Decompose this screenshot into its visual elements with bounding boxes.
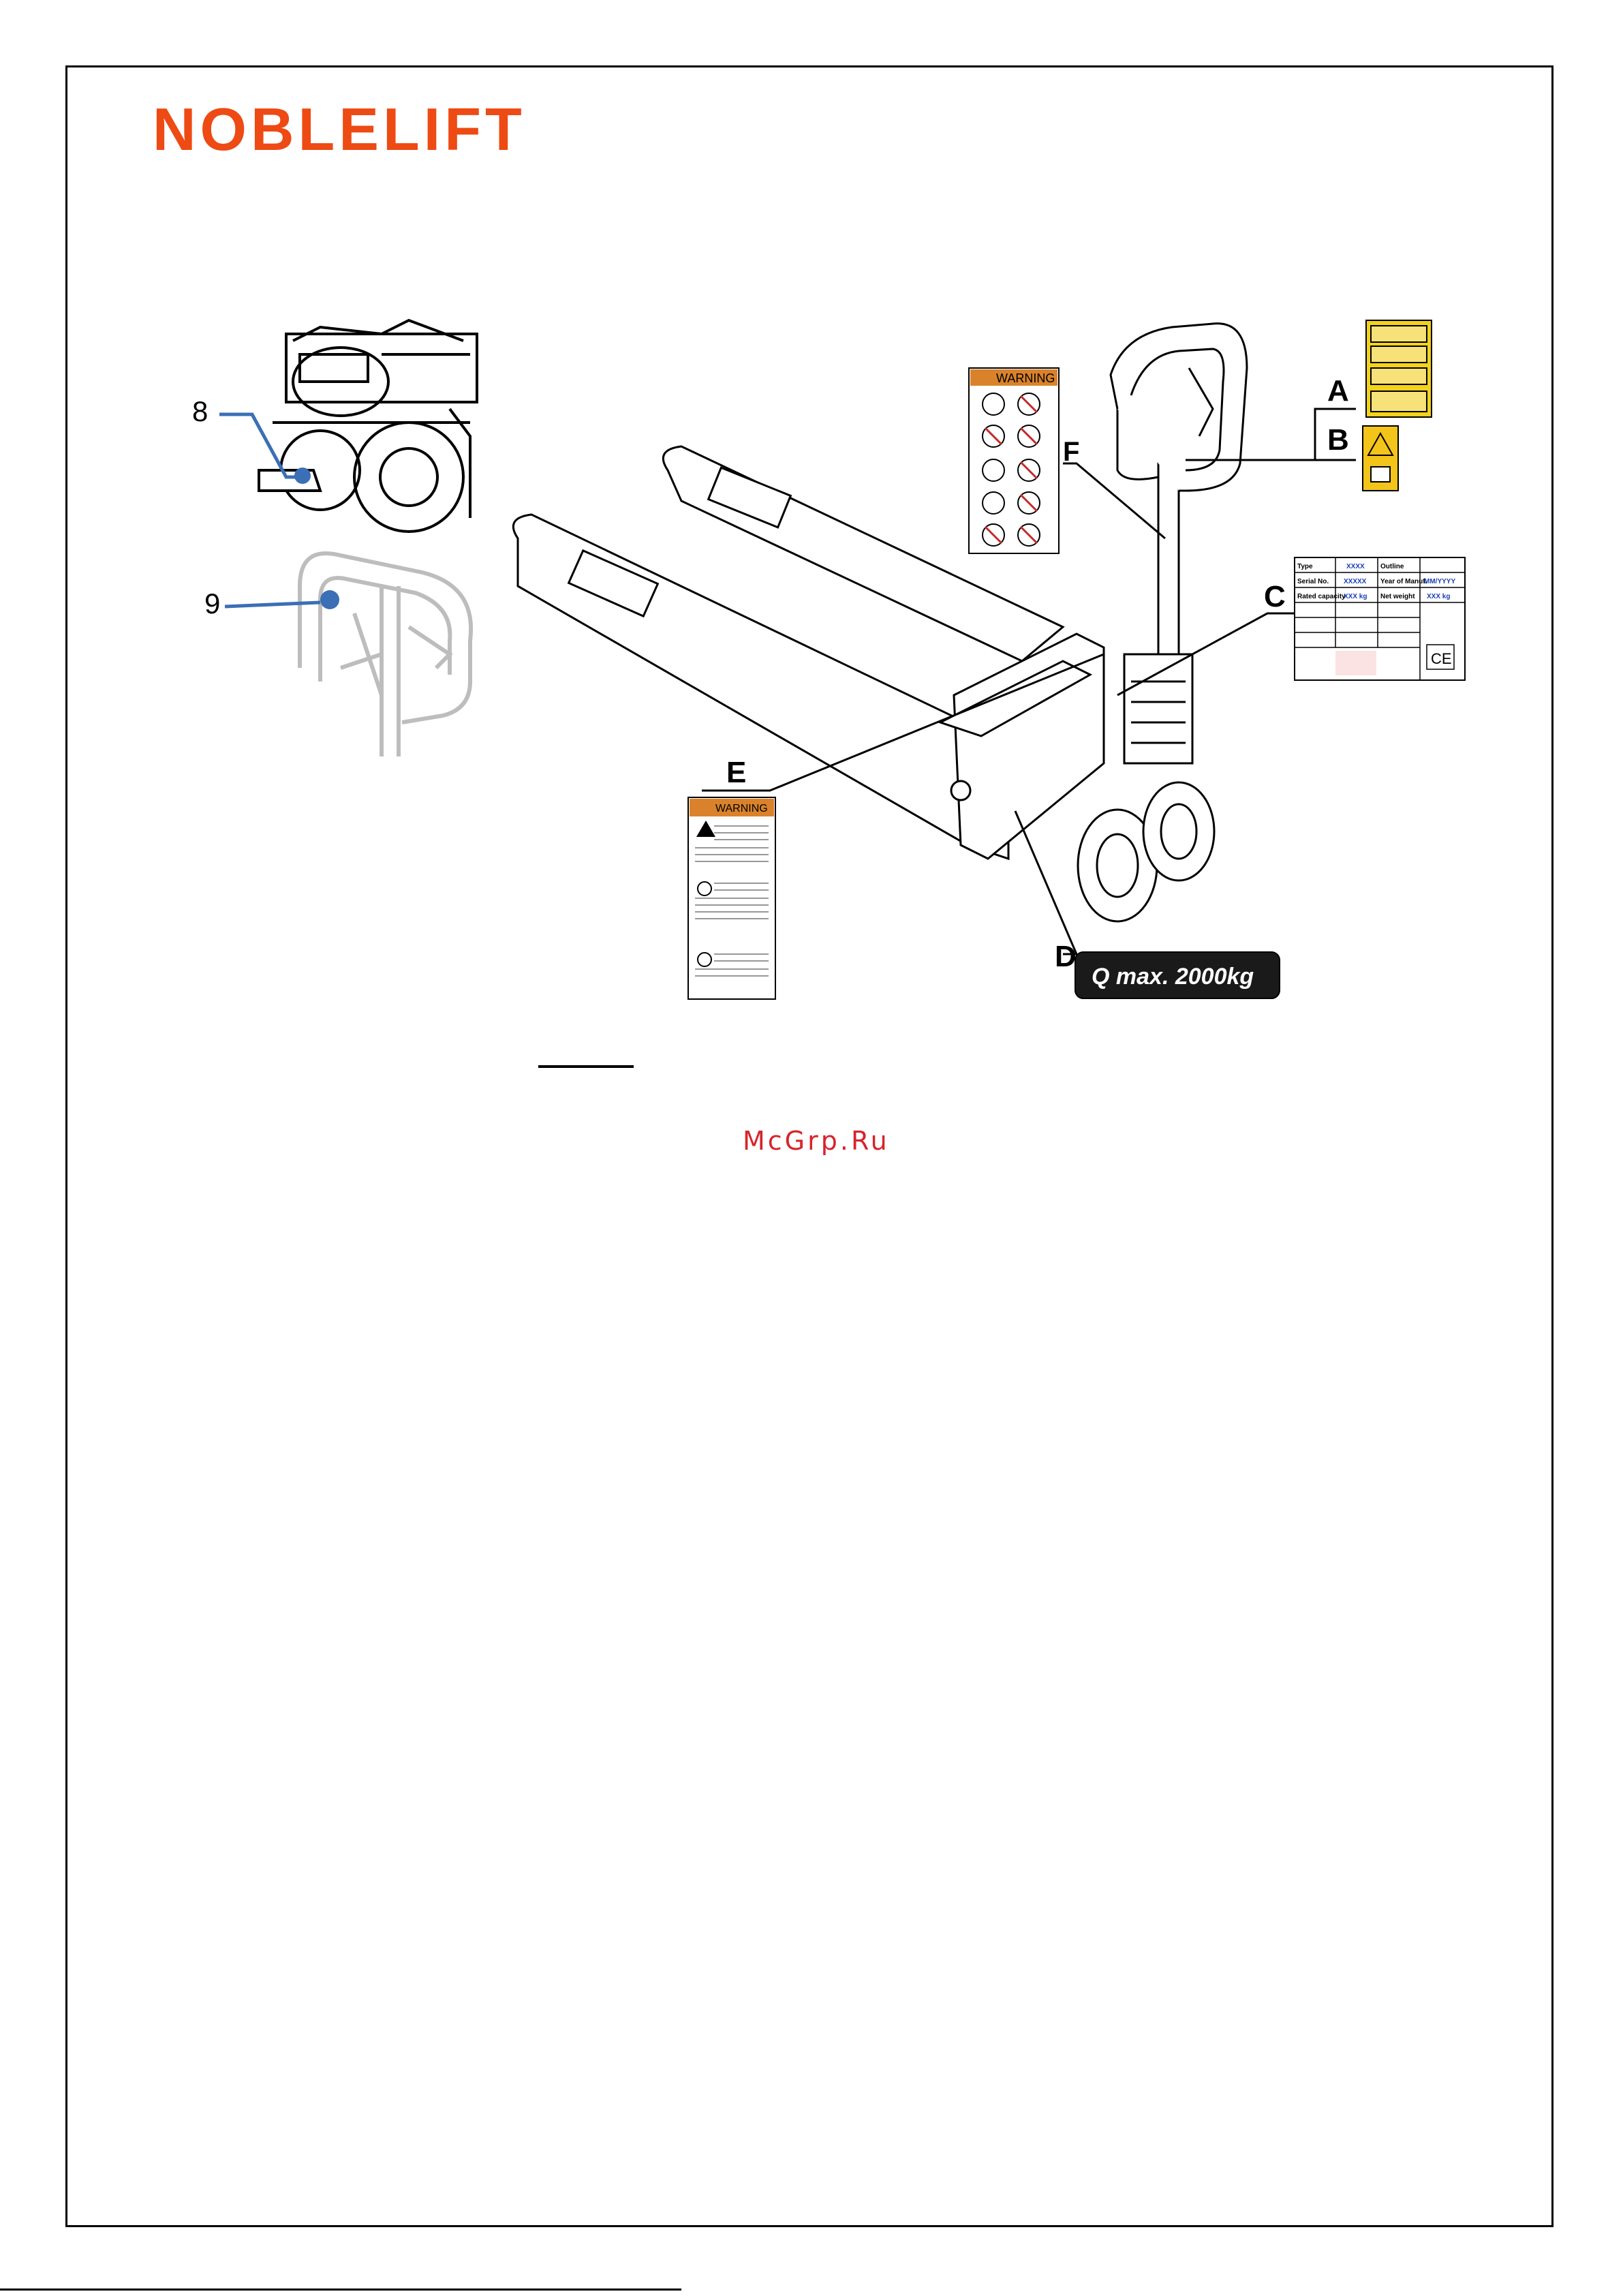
decal-A bbox=[1366, 320, 1432, 417]
decal-F-warning: WARNING bbox=[969, 368, 1059, 553]
nameplate-r3c1: Rated capacity bbox=[1297, 593, 1346, 600]
decal-F-title: WARNING bbox=[996, 371, 1055, 385]
callout-label-E: E bbox=[726, 756, 746, 789]
detail-9-handle-closeup bbox=[300, 553, 471, 756]
callout-number-9: 9 bbox=[204, 587, 220, 619]
callout-dot-8 bbox=[294, 468, 311, 484]
detail-8-wheel-closeup bbox=[259, 320, 477, 532]
decal-E-title: WARNING bbox=[715, 803, 768, 814]
nameplate-r2c3: Year of Manuf. bbox=[1380, 578, 1427, 585]
nameplate-r3c4: XXX kg bbox=[1427, 593, 1450, 600]
nameplate-r2c4: MM/YYYY bbox=[1424, 578, 1455, 585]
decal-B bbox=[1363, 426, 1398, 491]
decal-C-nameplate: Type XXXX Outline Serial No. XXXXX Year … bbox=[1295, 557, 1465, 680]
callout-label-B: B bbox=[1327, 423, 1349, 457]
footer-rule bbox=[0, 2289, 681, 2291]
nameplate-r1c1: Type bbox=[1297, 563, 1313, 570]
watermark: McGrp.Ru bbox=[743, 1126, 890, 1156]
nameplate-r3c2: XXX kg bbox=[1344, 593, 1367, 600]
nameplate-r2c1: Serial No. bbox=[1297, 578, 1329, 585]
callout-number-8: 8 bbox=[192, 395, 208, 427]
callout-label-A: A bbox=[1327, 374, 1349, 408]
capacity-text: Q max. 2000kg bbox=[1092, 964, 1254, 990]
nameplate-r2c2: XXXXX bbox=[1344, 578, 1367, 585]
nameplate-r1c2: XXXX bbox=[1346, 563, 1365, 570]
callout-line-9 bbox=[225, 602, 320, 607]
pallet-truck-body bbox=[513, 324, 1247, 921]
decal-D-capacity: Q max. 2000kg bbox=[1075, 952, 1280, 998]
nameplate-r1c3: Outline bbox=[1380, 563, 1404, 570]
callout-label-F: F bbox=[1063, 437, 1079, 467]
nameplate-ce-mark: CE bbox=[1431, 650, 1452, 667]
callout-label-C: C bbox=[1264, 580, 1286, 613]
callout-label-D: D bbox=[1055, 940, 1077, 973]
decal-E-warning: WARNING bbox=[688, 797, 775, 999]
caption-underline bbox=[538, 1065, 634, 1068]
callout-dot-9 bbox=[320, 590, 339, 609]
nameplate-r3c3: Net weight bbox=[1380, 593, 1415, 600]
